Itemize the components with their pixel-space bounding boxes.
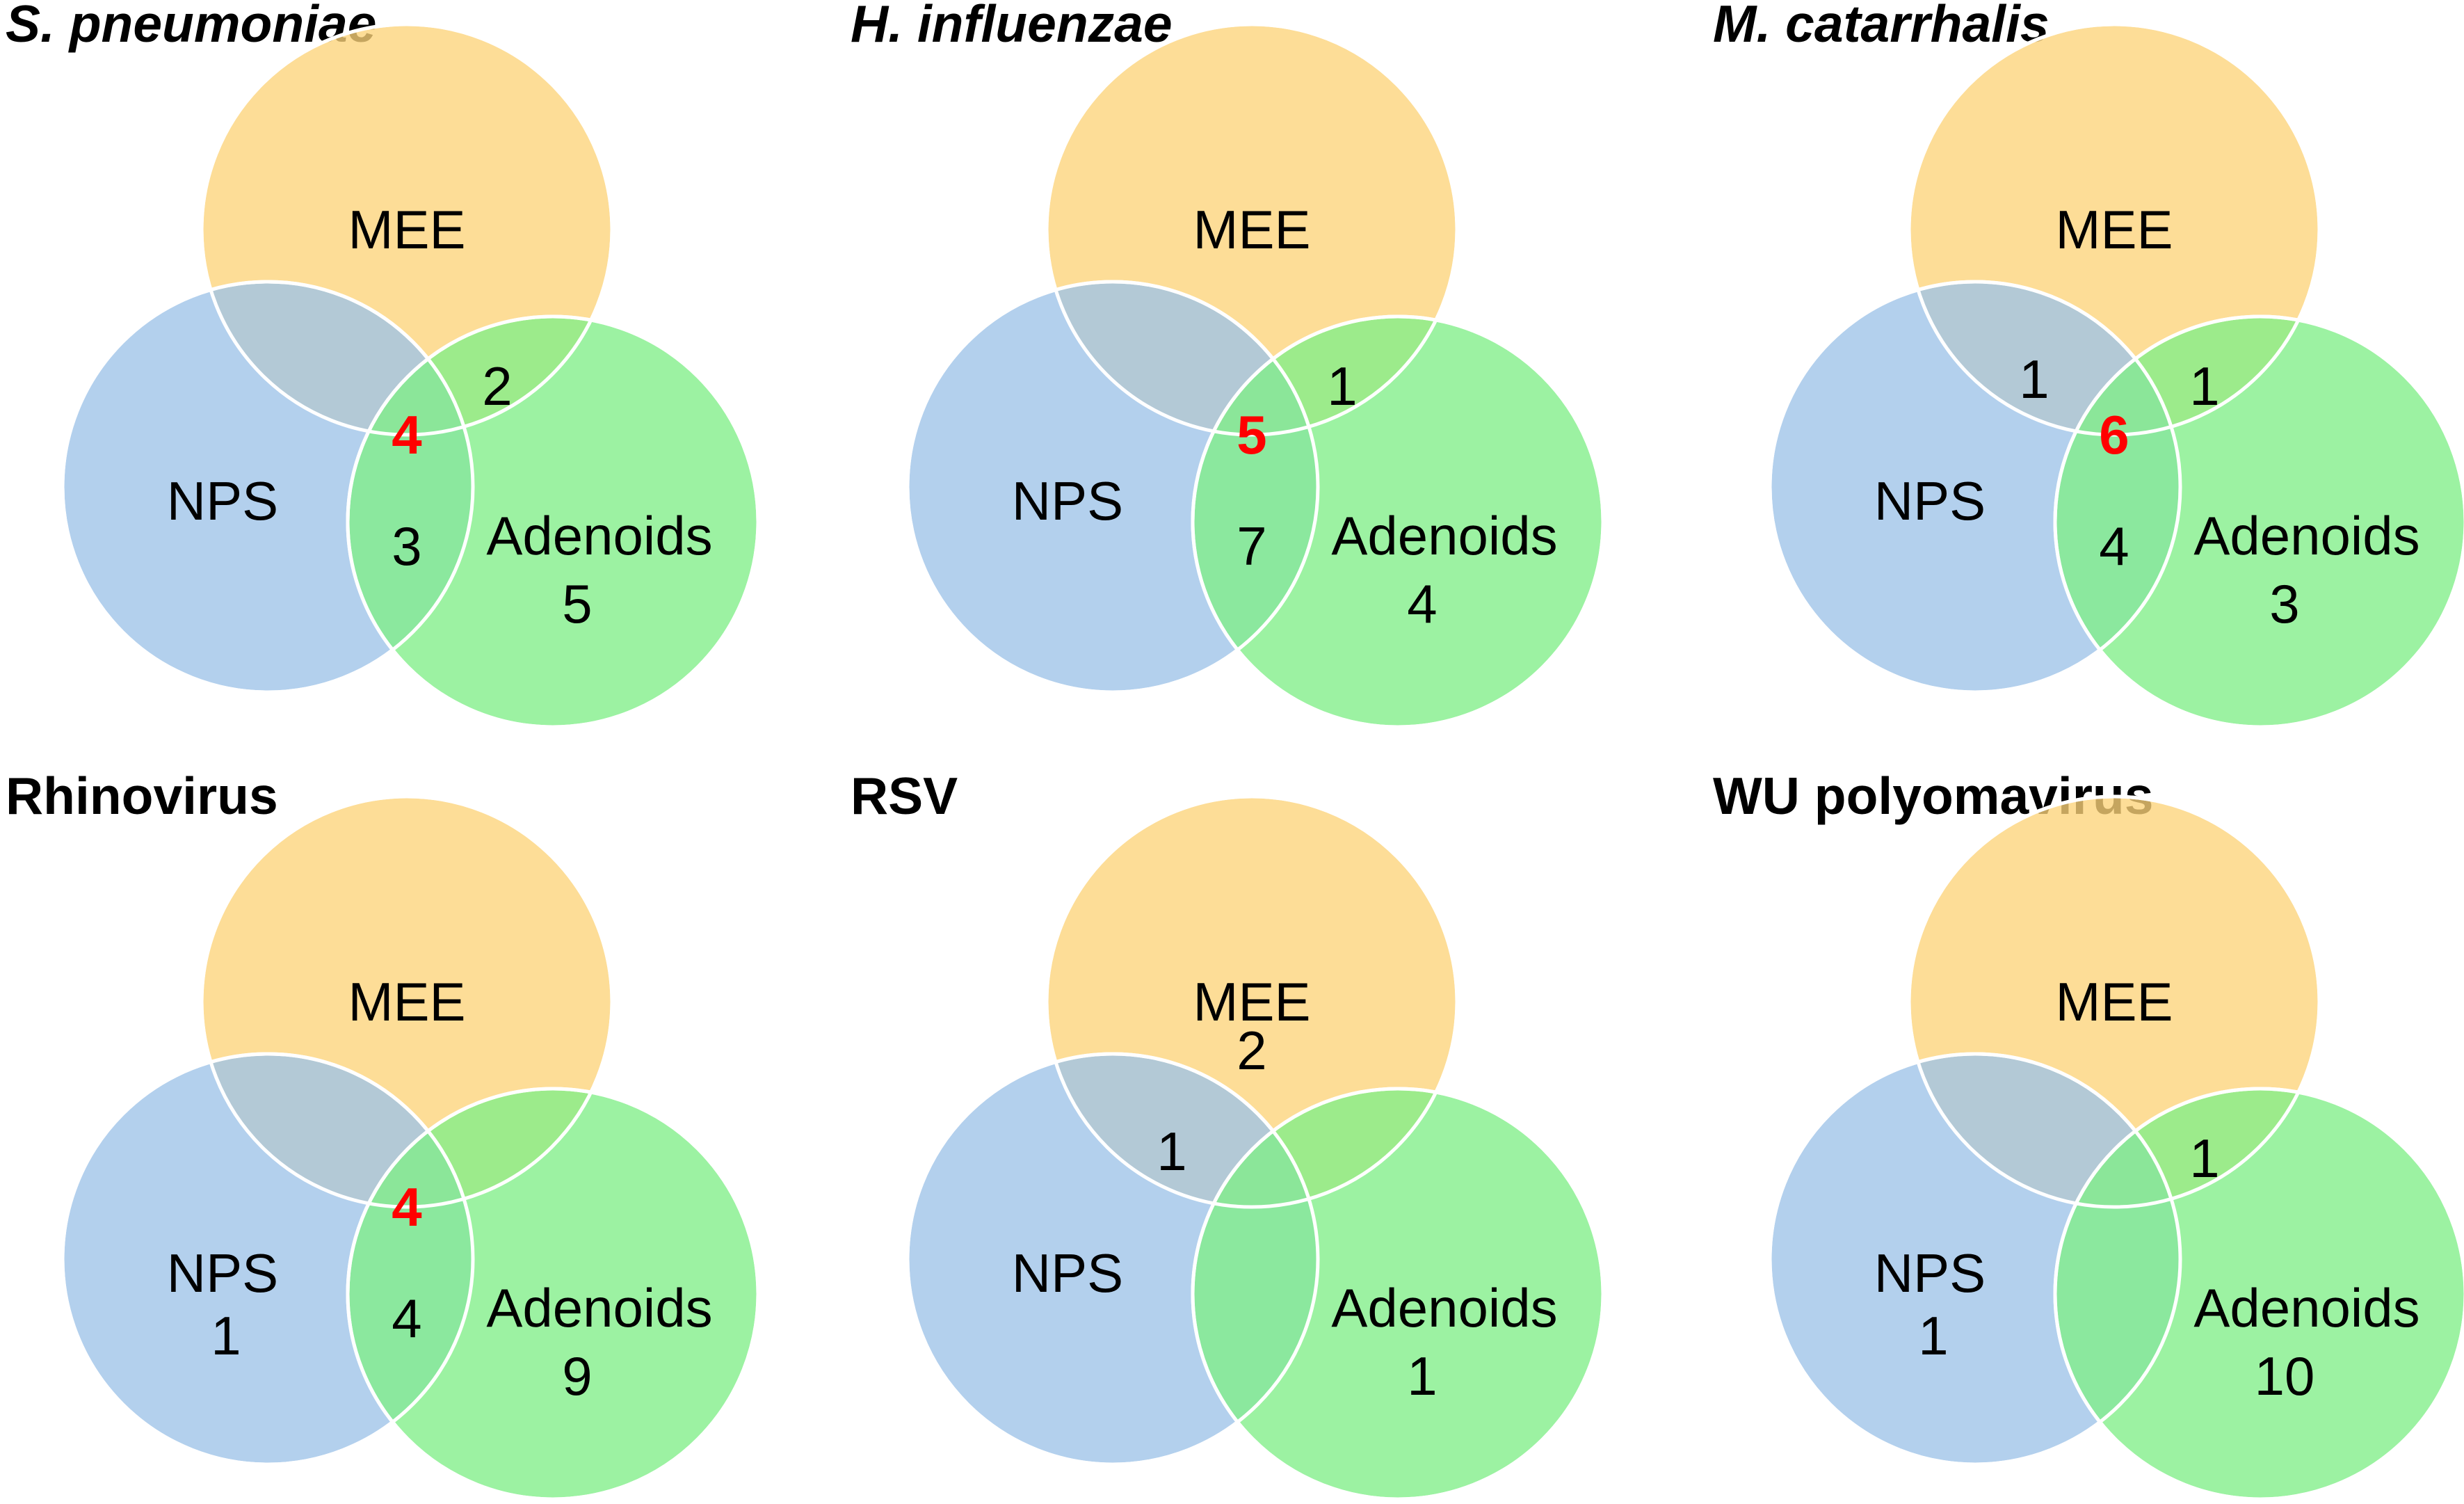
count-ade-only: 4 <box>1407 573 1437 634</box>
mee-circle-outline <box>200 794 614 1209</box>
count-ade-only: 3 <box>2269 573 2299 634</box>
count-mee-nps: 1 <box>2019 349 2049 410</box>
count-mee-ade: 2 <box>482 355 512 417</box>
mee-label: MEE <box>1193 971 1310 1032</box>
mee-circle-outline <box>1907 794 2321 1209</box>
mee-circle-outline <box>1045 794 1459 1209</box>
panel-title: RSV <box>851 767 958 825</box>
adenoids-circle-outline <box>1191 1087 1605 1501</box>
count-nps-ade: 7 <box>1237 515 1266 577</box>
count-mee-nps: 1 <box>1157 1121 1186 1182</box>
adenoids-label: Adenoids <box>486 505 712 566</box>
count-nps-only: 1 <box>211 1305 241 1366</box>
mee-circle-outline <box>1907 22 2321 437</box>
count-mee-only: 2 <box>1237 1020 1266 1081</box>
count-mee-ade: 1 <box>2189 1128 2219 1189</box>
mee-label: MEE <box>1193 199 1310 260</box>
adenoids-label: Adenoids <box>1331 505 1557 566</box>
count-nps-only: 1 <box>1918 1305 1948 1366</box>
panel-title: Rhinovirus <box>6 767 278 825</box>
count-nps-ade: 3 <box>392 515 421 577</box>
nps-circle-outline <box>61 1052 475 1466</box>
mee-label: MEE <box>2055 199 2173 260</box>
mee-label: MEE <box>348 199 465 260</box>
count-all: 4 <box>392 1176 421 1238</box>
nps-circle-outline <box>905 1052 1320 1466</box>
count-all: 5 <box>1237 404 1266 465</box>
count-ade-only: 1 <box>1407 1345 1437 1407</box>
adenoids-label: Adenoids <box>486 1277 712 1338</box>
count-mee-ade: 1 <box>1327 355 1357 417</box>
count-ade-only: 9 <box>562 1345 592 1407</box>
adenoids-label: Adenoids <box>2193 1277 2419 1338</box>
mee-circle-outline <box>1045 22 1459 437</box>
panel-title: H. influenzae <box>851 0 1173 53</box>
panel-title: S. pneumoniae <box>6 0 376 53</box>
count-ade-only: 10 <box>2255 1345 2315 1407</box>
count-mee-ade: 1 <box>2189 355 2219 417</box>
nps-label: NPS <box>1012 1242 1123 1304</box>
mee-label: MEE <box>2055 971 2173 1032</box>
mee-circle-outline <box>200 22 614 437</box>
nps-circle-outline <box>61 280 475 694</box>
nps-circle-outline <box>905 280 1320 694</box>
count-ade-only: 5 <box>562 573 592 634</box>
count-nps-ade: 4 <box>2099 515 2129 577</box>
nps-label: NPS <box>167 470 278 531</box>
nps-label: NPS <box>1874 470 1986 531</box>
adenoids-circle-outline <box>346 314 760 729</box>
nps-circle-outline <box>1768 280 2182 694</box>
nps-label: NPS <box>167 1242 278 1304</box>
nps-label: NPS <box>1874 1242 1986 1304</box>
panel-title: M. catarrhalis <box>1713 0 2050 53</box>
adenoids-circle-outline <box>2053 314 2464 729</box>
mee-label: MEE <box>348 971 465 1032</box>
adenoids-circle-outline <box>1191 314 1605 729</box>
count-all: 4 <box>392 404 421 465</box>
nps-label: NPS <box>1012 470 1123 531</box>
adenoids-circle-outline <box>346 1087 760 1501</box>
adenoids-label: Adenoids <box>1331 1277 1557 1338</box>
adenoids-circle-outline <box>2053 1087 2464 1501</box>
count-nps-ade: 4 <box>392 1288 421 1349</box>
adenoids-label: Adenoids <box>2193 505 2419 566</box>
nps-circle-outline <box>1768 1052 2182 1466</box>
count-all: 6 <box>2099 404 2129 465</box>
